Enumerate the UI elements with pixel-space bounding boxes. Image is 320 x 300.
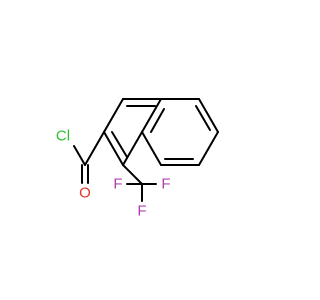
double-bond-inner [111, 131, 128, 158]
trifluoromethyl-group [122, 164, 157, 202]
bond [198, 131, 219, 166]
structure-canvas: Cl O F F F [55, 98, 219, 220]
double-bond-inner [195, 105, 211, 131]
double-bond-inner [150, 108, 165, 133]
bond [122, 131, 143, 166]
chlorine-label: Cl [56, 128, 70, 145]
atom-labels: Cl O F F F [56, 128, 171, 220]
bond [103, 98, 124, 133]
fluorine-label-left: F [113, 176, 122, 193]
oxygen-label: O [79, 185, 91, 202]
bond [141, 131, 162, 166]
bond [198, 98, 219, 133]
bond [141, 98, 162, 133]
bond-carbonyl-to-cl [73, 145, 86, 166]
left-aromatic-ring [103, 98, 162, 166]
right-aromatic-ring [141, 98, 219, 166]
fluorine-label-right: F [161, 176, 170, 193]
bond-ring-to-carbonyl [84, 131, 105, 166]
fluorine-label-bottom: F [137, 203, 146, 220]
bond-ring-to-cf3 [122, 164, 143, 185]
acyl-chloride-group [73, 131, 105, 184]
bond [103, 131, 124, 166]
molecule-drawing: Cl O F F F [56, 98, 219, 220]
